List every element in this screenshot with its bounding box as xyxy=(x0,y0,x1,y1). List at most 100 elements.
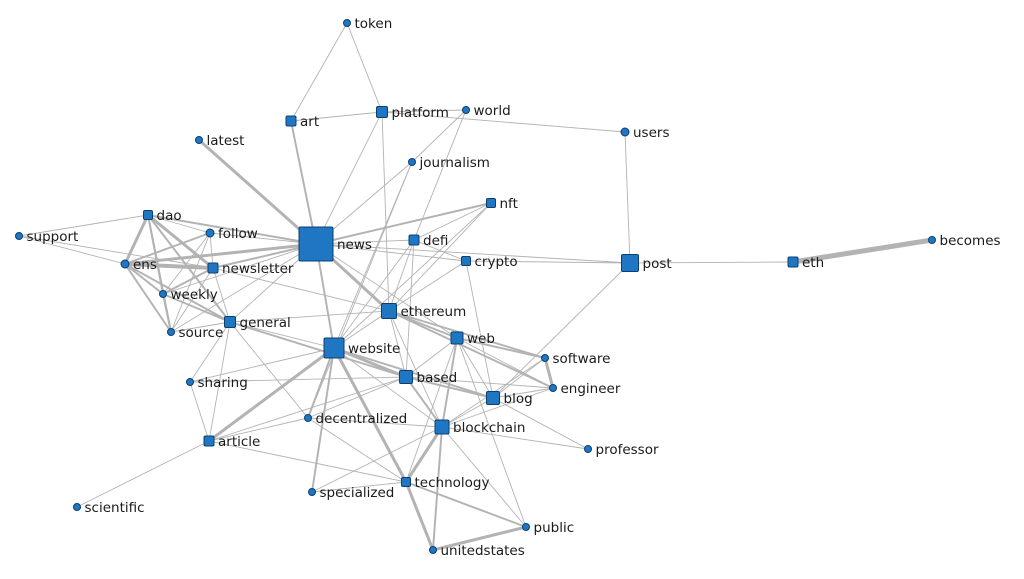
edge-ethereum-general xyxy=(229,310,390,323)
node-unitedstates[interactable] xyxy=(429,546,437,554)
edge-ethereum-based xyxy=(388,310,407,378)
edge-technology-unitedstates xyxy=(404,481,435,551)
edge-newsletter-source xyxy=(170,267,214,333)
node-sharing[interactable] xyxy=(186,378,194,386)
edge-web-technology xyxy=(405,337,458,483)
node-eth[interactable] xyxy=(787,256,799,268)
edge-engineer-blog xyxy=(492,387,554,399)
edge-nft-ethereum xyxy=(388,202,492,312)
edge-crypto-blog xyxy=(465,260,494,399)
node-software[interactable] xyxy=(541,354,549,362)
edge-platform-ethereum xyxy=(381,111,390,312)
node-dao[interactable] xyxy=(143,210,153,220)
node-nft[interactable] xyxy=(486,198,496,208)
node-label-support: support xyxy=(27,229,79,245)
node-general[interactable] xyxy=(224,316,236,328)
node-latest[interactable] xyxy=(195,136,203,144)
node-becomes[interactable] xyxy=(928,236,936,244)
edge-ens-general xyxy=(124,263,231,323)
edge-website-decentralized xyxy=(307,347,335,419)
node-users[interactable] xyxy=(620,127,630,137)
edge-source-general xyxy=(170,321,231,333)
node-engineer[interactable] xyxy=(549,384,557,392)
node-website[interactable] xyxy=(323,337,345,359)
node-technology[interactable] xyxy=(401,477,411,487)
edge-ethereum-software xyxy=(388,310,546,359)
node-post[interactable] xyxy=(621,254,639,272)
node-label-engineer: engineer xyxy=(561,381,621,397)
node-newsletter[interactable] xyxy=(207,262,219,274)
node-label-website: website xyxy=(348,341,400,357)
node-follow[interactable] xyxy=(205,228,215,238)
edge-ens-news xyxy=(124,242,317,266)
node-web[interactable] xyxy=(450,331,464,345)
edge-ethereum-engineer xyxy=(388,310,554,389)
node-support[interactable] xyxy=(15,232,23,240)
edge-defi-website xyxy=(333,239,415,349)
node-scientific[interactable] xyxy=(73,503,81,511)
edge-public-web xyxy=(456,337,527,528)
node-specialized[interactable] xyxy=(308,488,316,496)
node-news[interactable] xyxy=(298,226,334,262)
edge-website-blockchain xyxy=(333,347,443,428)
edge-website-blog xyxy=(333,347,494,399)
node-world[interactable] xyxy=(462,106,470,114)
edge-ens-source xyxy=(124,263,172,333)
edge-dao-follow xyxy=(147,214,211,234)
node-label-web: web xyxy=(467,331,495,347)
node-token[interactable] xyxy=(343,19,351,27)
node-label-sharing: sharing xyxy=(198,375,248,391)
edge-latest-news xyxy=(198,138,317,246)
node-source[interactable] xyxy=(167,328,175,336)
node-based[interactable] xyxy=(399,370,413,384)
node-label-nft: nft xyxy=(500,196,518,212)
node-ens[interactable] xyxy=(120,259,130,269)
edge-dao-support xyxy=(18,214,149,237)
node-professor[interactable] xyxy=(584,445,592,453)
edge-public-unitedstates xyxy=(432,525,527,552)
node-label-news: news xyxy=(337,237,372,253)
edge-decentralized-blockchain xyxy=(307,417,443,428)
edge-world-journalism xyxy=(411,109,467,163)
node-blog[interactable] xyxy=(486,391,500,405)
node-decentralized[interactable] xyxy=(304,414,312,422)
node-platform[interactable] xyxy=(376,106,388,118)
node-label-post: post xyxy=(643,256,672,272)
node-ethereum[interactable] xyxy=(381,303,397,319)
node-defi[interactable] xyxy=(408,234,420,246)
node-label-dao: dao xyxy=(157,208,182,224)
node-label-defi: defi xyxy=(423,233,448,249)
edge-website-sharing xyxy=(189,347,335,383)
edge-dao-ens xyxy=(123,214,150,265)
node-art[interactable] xyxy=(285,115,297,127)
node-label-unitedstates: unitedstates xyxy=(441,543,525,559)
node-article[interactable] xyxy=(203,435,215,447)
node-label-decentralized: decentralized xyxy=(316,411,408,427)
node-crypto[interactable] xyxy=(461,256,471,266)
node-label-journalism: journalism xyxy=(419,155,490,171)
edge-web-software xyxy=(456,337,546,359)
edge-art-news xyxy=(290,120,317,245)
edge-newsletter-ethereum xyxy=(212,267,390,312)
edge-blockchain-specialized xyxy=(311,426,443,493)
edge-based-article xyxy=(208,376,407,442)
edge-follow-source xyxy=(170,232,211,333)
edge-post-blog xyxy=(492,262,631,399)
node-journalism[interactable] xyxy=(408,158,416,166)
node-blockchain[interactable] xyxy=(434,419,450,435)
edge-sharing-based xyxy=(189,376,407,383)
edge-crypto-post xyxy=(465,260,631,264)
edge-follow-ens xyxy=(124,232,211,265)
edge-post-eth xyxy=(629,261,794,264)
edge-web-blog xyxy=(456,337,494,399)
edge-blog-professor xyxy=(492,397,589,450)
node-label-token: token xyxy=(355,16,393,32)
node-public[interactable] xyxy=(522,523,530,531)
edge-news-web xyxy=(315,243,458,339)
node-label-ens: ens xyxy=(133,257,157,273)
edge-blockchain-professor xyxy=(441,426,589,450)
node-weekly[interactable] xyxy=(159,290,167,298)
edge-general-based xyxy=(229,321,407,378)
node-label-blog: blog xyxy=(504,391,533,407)
